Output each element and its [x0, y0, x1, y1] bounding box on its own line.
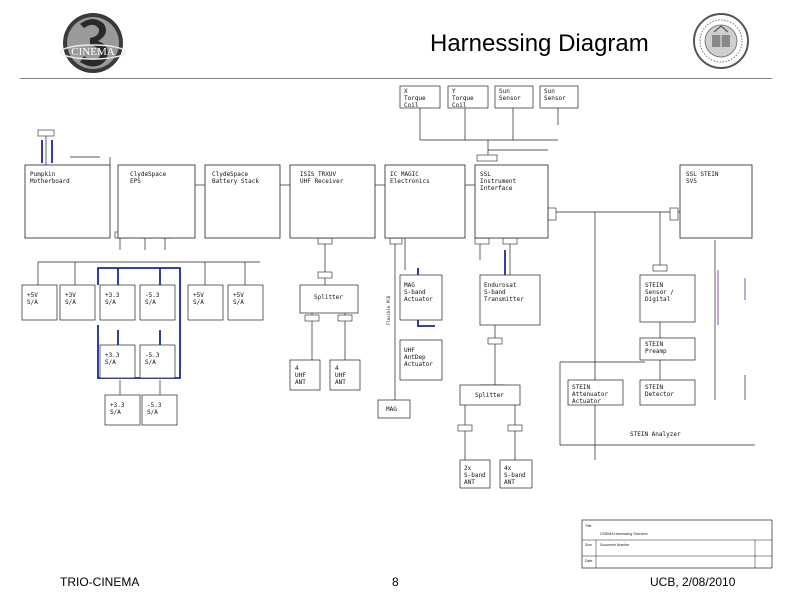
flexible-pcb-label: Flexible PCB [386, 296, 391, 325]
splitter-2-label: Splitter [475, 392, 504, 399]
block-splitter-1: Splitter [299, 284, 359, 314]
footer-left: TRIO-CINEMA [60, 575, 140, 589]
page-title: Harnessing Diagram [430, 30, 649, 57]
title-block-date-label: Date [585, 559, 592, 563]
ucb-seal [692, 10, 750, 77]
header-divider [20, 78, 772, 79]
diagram-lines [37, 108, 755, 460]
logo-text: CINEMA [71, 46, 114, 58]
title-block-size-label: Size [585, 543, 592, 547]
title-block: Title CINEMA Harnessing Overview Size Do… [581, 519, 773, 569]
block-splitter-2: Splitter [459, 384, 521, 406]
footer-right: UCB, 2/08/2010 [650, 575, 736, 589]
mag-label: MAG [386, 406, 397, 413]
block-mag: MAG [377, 399, 411, 419]
title-block-doc-label: Document Number [600, 543, 630, 547]
footer-page-number: 8 [392, 575, 399, 589]
splitter-1-label: Splitter [314, 294, 343, 301]
purple-accents [717, 270, 746, 325]
cinema-logo: CINEMA [58, 10, 128, 81]
stein-analyzer-label: STEIN Analyzer [630, 431, 681, 438]
title-block-title-label: Title [585, 524, 592, 528]
title-block-title-value: CINEMA Harnessing Overview [600, 532, 648, 536]
